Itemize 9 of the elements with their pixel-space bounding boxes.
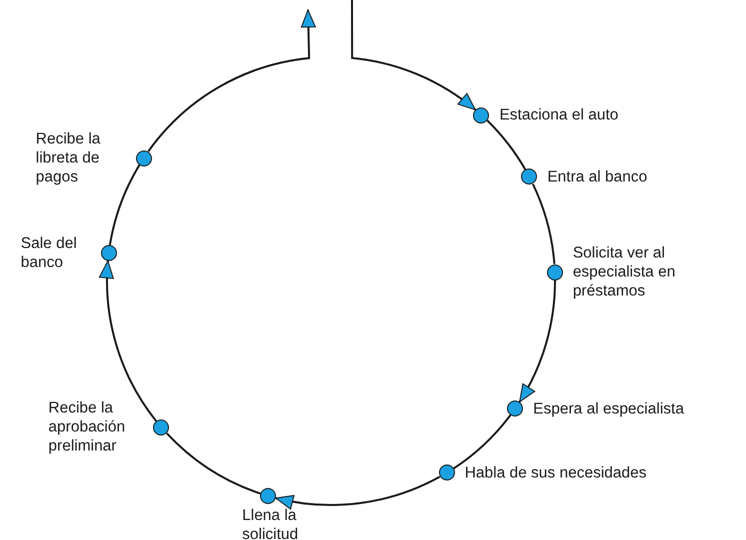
step-label: Espera al especialista <box>533 399 684 418</box>
step-label: Estaciona el auto <box>499 106 618 125</box>
step-label: Recibe la libreta de pagos <box>36 130 102 187</box>
step-label: Entra al banco <box>547 167 648 186</box>
step-label: Llena la solicitud <box>242 506 300 540</box>
step-label: Habla de sus necesidades <box>464 463 647 482</box>
step-label: Sale del banco <box>20 234 78 272</box>
step-label: Solicita ver al especialista en préstamos <box>572 244 676 300</box>
step-label: Recibe la aprobación preliminar <box>48 398 126 456</box>
